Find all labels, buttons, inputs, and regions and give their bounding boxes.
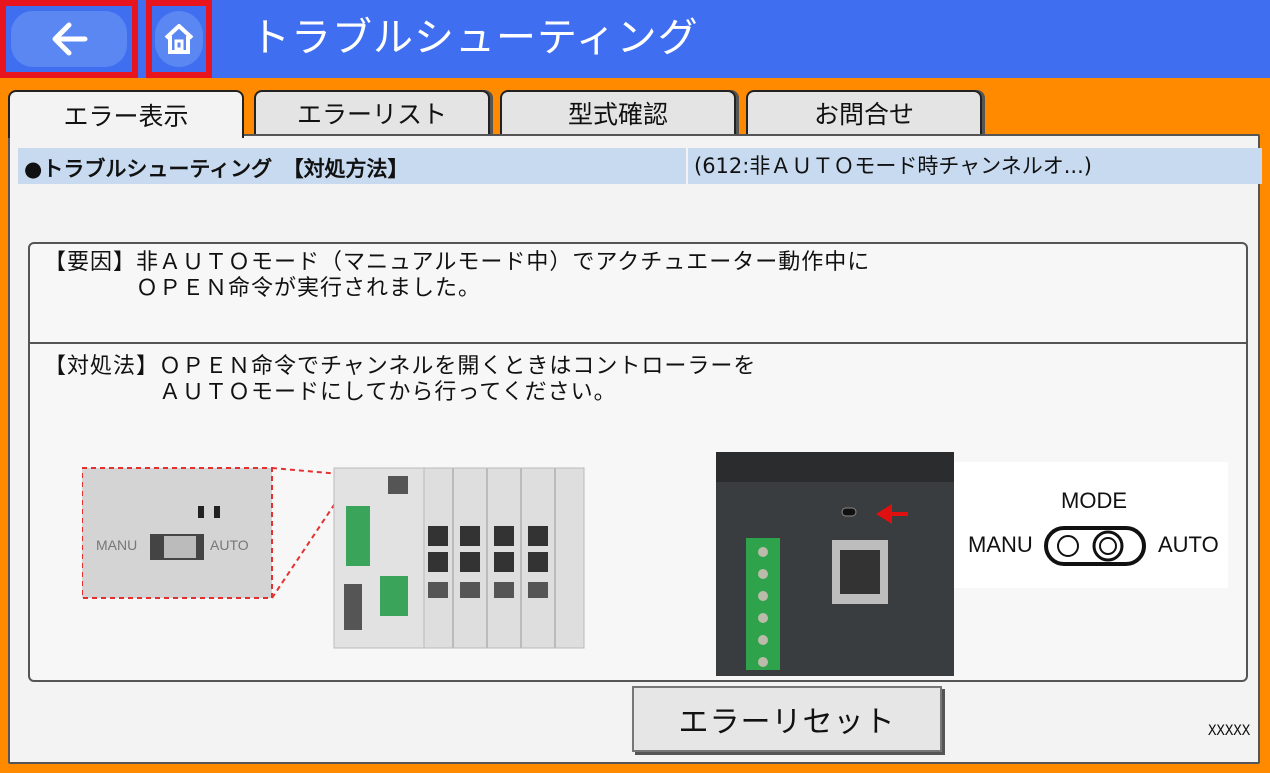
mode-label: MODE bbox=[1061, 488, 1127, 513]
cause-text: 【要因】非ＡＵＴＯモード（マニュアルモード中）でアクチュエーター動作中に ＯＰＥ… bbox=[44, 250, 871, 301]
section-divider bbox=[30, 342, 1246, 344]
error-reference: (612:非ＡＵＴＯモード時チャンネルオ...) bbox=[686, 148, 1262, 184]
home-button[interactable] bbox=[146, 0, 212, 78]
footer-code: XXXXX bbox=[1208, 723, 1251, 739]
inset-manu-label: MANU bbox=[96, 537, 137, 553]
home-icon bbox=[164, 24, 194, 54]
tab-contact[interactable]: お問合せ bbox=[746, 90, 982, 134]
arrow-left-icon bbox=[52, 22, 88, 56]
controller-illustration: MANU AUTO bbox=[82, 467, 585, 649]
tab-model-check[interactable]: 型式確認 bbox=[500, 90, 736, 134]
inset-auto-label: AUTO bbox=[210, 537, 249, 553]
error-panel: ●トラブルシューティング 【対処方法】 (612:非ＡＵＴＯモード時チャンネルオ… bbox=[8, 134, 1262, 764]
header-bar: トラブルシューティング bbox=[0, 0, 1270, 78]
tab-error-list[interactable]: エラーリスト bbox=[254, 90, 490, 134]
back-button[interactable] bbox=[0, 0, 138, 78]
page-title: トラブルシューティング bbox=[250, 15, 699, 61]
mode-switch-illustration: MODE MANU AUTO bbox=[716, 452, 1228, 676]
auto-label: AUTO bbox=[1158, 532, 1219, 557]
panel-heading-bar: ●トラブルシューティング 【対処方法】 (612:非ＡＵＴＯモード時チャンネルオ… bbox=[18, 148, 1262, 184]
error-reset-button[interactable]: エラーリセット bbox=[632, 686, 942, 752]
troubleshooting-content: 【要因】非ＡＵＴＯモード（マニュアルモード中）でアクチュエーター動作中に ＯＰＥ… bbox=[28, 242, 1248, 682]
panel-heading: ●トラブルシューティング 【対処方法】 bbox=[24, 157, 409, 181]
tab-error-display[interactable]: エラー表示 bbox=[8, 90, 244, 138]
remedy-text: 【対処法】ＯＰＥＮ命令でチャンネルを開くときはコントローラーを ＡＵＴＯモードに… bbox=[44, 354, 757, 405]
manu-label: MANU bbox=[968, 532, 1033, 557]
